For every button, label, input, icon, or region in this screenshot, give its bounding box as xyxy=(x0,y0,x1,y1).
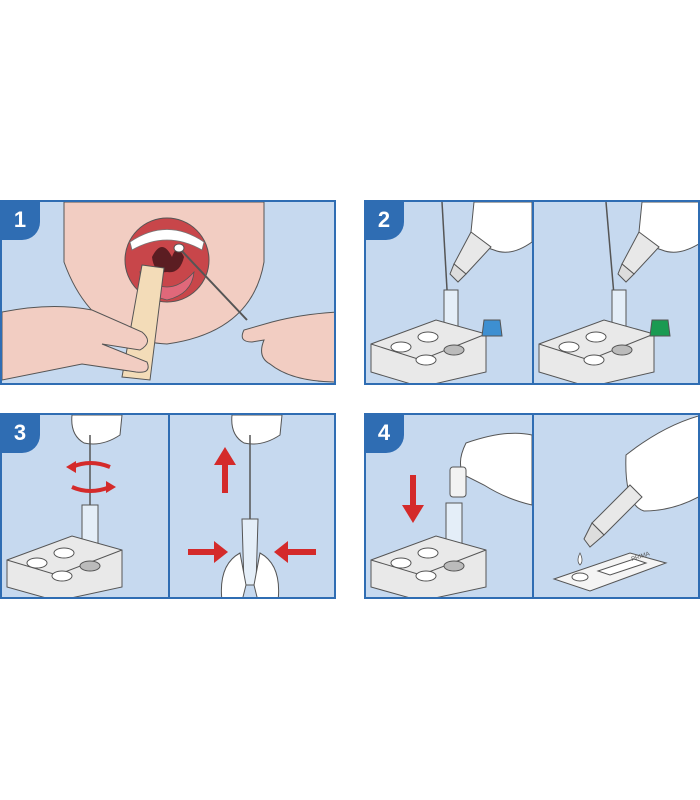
step-2-left-panel xyxy=(366,202,532,383)
cassette-label: PRIMA xyxy=(631,551,651,563)
step-4-left-panel xyxy=(366,415,532,597)
dropper-tip xyxy=(617,263,635,283)
hand xyxy=(637,202,698,253)
step-3-right-illustration xyxy=(188,415,316,597)
squeeze-arrow-left xyxy=(188,549,216,555)
hand xyxy=(71,415,123,445)
step-2-divider xyxy=(532,202,534,383)
swab-stick xyxy=(179,248,248,321)
step-4-panel: 4 PRIMA xyxy=(364,413,700,599)
up-arrow xyxy=(222,463,228,493)
step-3-right-panel xyxy=(170,415,334,597)
step-2-right-panel xyxy=(534,202,698,383)
dropper-tip xyxy=(583,522,605,548)
hand xyxy=(469,202,532,253)
down-arrow xyxy=(410,475,416,507)
step-3-panel: 3 xyxy=(0,413,336,599)
left-hand xyxy=(2,305,149,381)
throat xyxy=(152,247,184,273)
step-1-badge: 1 xyxy=(2,202,40,240)
tube-rack xyxy=(370,535,487,597)
step-4-right-panel: PRIMA xyxy=(534,415,698,597)
hand xyxy=(231,415,283,445)
step-4-badge: 4 xyxy=(366,415,404,453)
rotate-arrow-top xyxy=(71,461,111,469)
step-4-left-illustration xyxy=(370,432,532,597)
squeeze-arrow-right xyxy=(286,549,316,555)
dropper-cap xyxy=(449,466,467,498)
step-2-right-illustration xyxy=(538,202,698,383)
hand xyxy=(460,432,532,506)
tube-rack xyxy=(538,319,655,383)
left-hand xyxy=(220,552,247,597)
tube-rack xyxy=(6,535,123,597)
step-3-badge: 3 xyxy=(2,415,40,453)
right-hand xyxy=(241,311,334,383)
dropper-tube xyxy=(591,484,643,536)
green-cap xyxy=(649,319,671,337)
step-3-divider xyxy=(168,415,170,597)
swab-tip xyxy=(173,243,185,253)
result-window xyxy=(596,558,648,576)
right-hand xyxy=(253,552,280,597)
step-1-illustration xyxy=(2,202,334,383)
drop xyxy=(577,552,583,566)
dropper-tip xyxy=(449,263,467,283)
step-4-right-illustration: PRIMA xyxy=(552,415,698,592)
step-1-panel: 1 xyxy=(0,200,336,385)
upper-teeth xyxy=(129,229,205,251)
step-2-panel: 2 xyxy=(364,200,700,385)
step-3-left-panel xyxy=(2,415,168,597)
rotate-arrow-bottom xyxy=(71,485,111,493)
step-2-left-illustration xyxy=(370,202,532,383)
blue-cap xyxy=(481,319,503,337)
sample-well xyxy=(571,572,589,582)
tube-rack xyxy=(370,319,487,383)
step-2-badge: 2 xyxy=(366,202,404,240)
step-3-left-illustration xyxy=(6,415,123,597)
step-4-divider xyxy=(532,415,534,597)
